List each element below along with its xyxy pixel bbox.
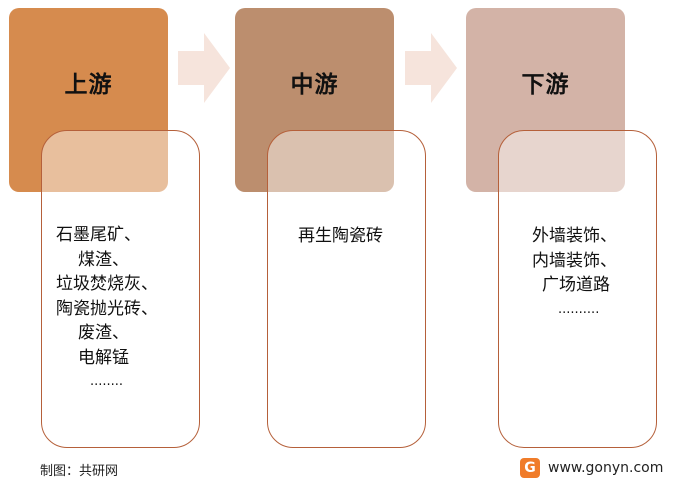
list-item: 废渣、 — [78, 323, 129, 343]
midstream-item-list: 再生陶瓷砖 — [298, 224, 425, 249]
upstream-item-list: 石墨尾矿、 煤渣、 垃圾焚烧灰、 陶瓷抛光砖、 废渣、 电解锰 ........ — [56, 223, 199, 395]
list-item: 陶瓷抛光砖、 — [56, 298, 158, 319]
downstream-detail-box: 外墙装饰、 内墙装饰、 广场道路 .......... — [498, 130, 657, 448]
stage-header-upstream: 上游 — [9, 8, 168, 192]
flow-arrow-icon — [178, 33, 230, 103]
stage-header-downstream: 下游 — [466, 8, 625, 192]
list-item: 石墨尾矿、 — [56, 225, 141, 245]
source-credit: 制图：共研网 — [40, 464, 119, 479]
list-item: ........ — [90, 374, 124, 389]
stage-title: 上游 — [64, 72, 113, 98]
list-item: 垃圾焚烧灰、 — [56, 274, 158, 294]
stage-title: 中游 — [290, 72, 339, 98]
list-item: .......... — [558, 301, 600, 317]
website-credit: G www.gonyn.com — [520, 458, 663, 478]
flow-arrow-icon — [405, 33, 457, 103]
downstream-item-list: 外墙装饰、 内墙装饰、 广场道路 .......... — [532, 224, 656, 322]
list-item: 电解锰 — [78, 347, 129, 368]
website-url: www.gonyn.com — [548, 460, 664, 476]
upstream-detail-box: 石墨尾矿、 煤渣、 垃圾焚烧灰、 陶瓷抛光砖、 废渣、 电解锰 ........ — [41, 130, 200, 448]
stage-header-midstream: 中游 — [235, 8, 394, 192]
list-item: 再生陶瓷砖 — [298, 226, 383, 246]
midstream-detail-box: 再生陶瓷砖 — [267, 130, 426, 448]
gonyn-logo-icon: G — [520, 458, 540, 478]
stage-title: 下游 — [521, 72, 570, 98]
list-item: 内墙装饰、 — [532, 250, 617, 271]
list-item: 广场道路 — [542, 275, 610, 295]
list-item: 煤渣、 — [78, 249, 129, 270]
list-item: 外墙装饰、 — [532, 226, 617, 246]
